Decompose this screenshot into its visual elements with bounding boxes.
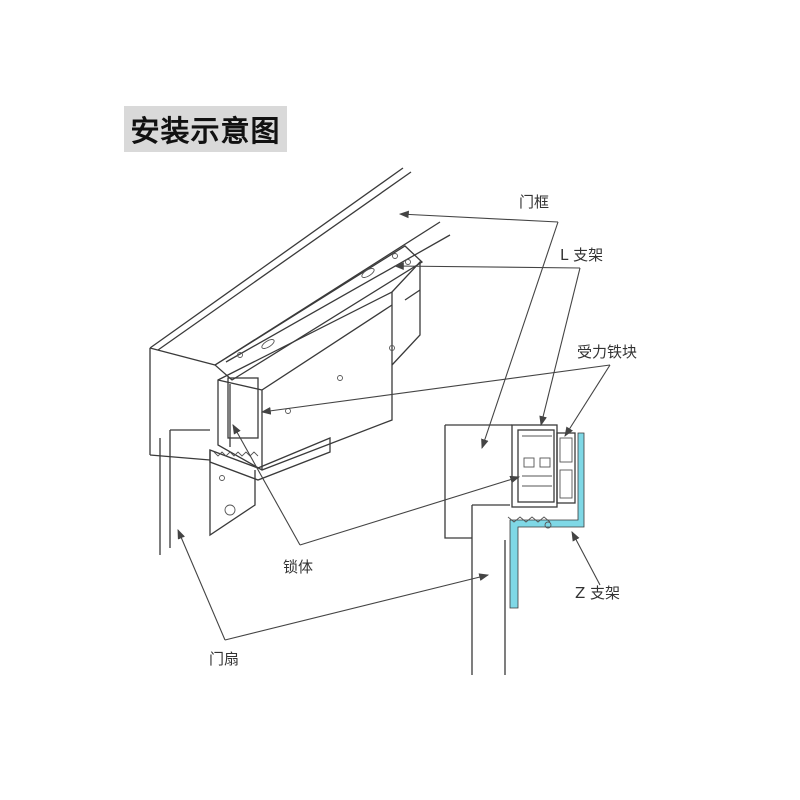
- label-z-bracket: Z 支架: [575, 584, 620, 602]
- door-leaf-perspective: [159, 429, 256, 555]
- armature-plate-section: [556, 432, 576, 504]
- door-frame-section: [444, 424, 512, 539]
- label-lock-body: 锁体: [283, 558, 313, 576]
- lock-body-section: [511, 424, 558, 508]
- label-door-frame: 门框: [519, 193, 549, 211]
- diagram-title: 安装示意图: [130, 114, 281, 148]
- label-armature-plate: 受力铁块: [577, 343, 637, 361]
- door-frame-perspective: [149, 167, 451, 461]
- title-box: 安装示意图: [124, 106, 287, 152]
- z-bracket-section: [507, 432, 585, 609]
- leader-lines: [177, 210, 611, 641]
- label-l-bracket: L 支架: [560, 246, 603, 264]
- lock-body-perspective: [209, 245, 424, 481]
- door-leaf-section: [471, 504, 510, 675]
- label-door-leaf: 门扇: [209, 650, 239, 668]
